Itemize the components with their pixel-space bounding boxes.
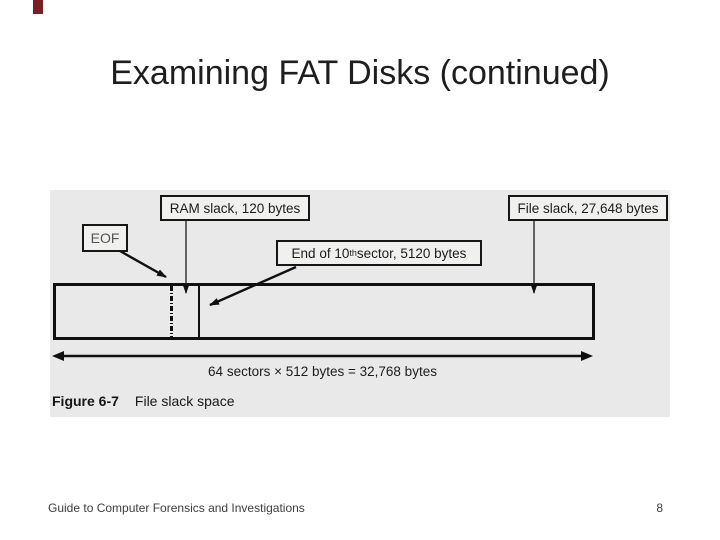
end-sector-text-suffix: sector, 5120 bytes xyxy=(356,245,467,261)
arrow-layer xyxy=(52,221,593,361)
figure-caption: Figure 6-7 File slack space xyxy=(52,393,235,409)
page-number: 8 xyxy=(656,501,663,515)
figure-panel: RAM slack, 120 bytes File slack, 27,648 … xyxy=(50,190,670,417)
slide-footer: Guide to Computer Forensics and Investig… xyxy=(48,501,663,515)
disk-sector-bar xyxy=(53,283,595,340)
figure-caption-text: File slack space xyxy=(134,393,235,409)
end-sector-arrow xyxy=(209,265,297,307)
slide-accent-mark xyxy=(33,0,43,14)
figure-caption-label: Figure 6-7 xyxy=(52,393,119,409)
eof-arrow xyxy=(119,249,167,279)
eof-boundary-dotted-line xyxy=(170,286,173,337)
file-slack-label: File slack, 27,648 bytes xyxy=(508,195,668,221)
sector-boundary-line xyxy=(198,286,200,337)
end-sector-text: End of 10 xyxy=(291,245,350,261)
width-arrow-right-head xyxy=(581,351,593,361)
ram-slack-label: RAM slack, 120 bytes xyxy=(160,195,310,221)
slide-title: Examining FAT Disks (continued) xyxy=(110,54,610,92)
eof-label: EOF xyxy=(82,224,128,252)
footer-text: Guide to Computer Forensics and Investig… xyxy=(48,501,305,515)
width-arrow-left-head xyxy=(52,351,64,361)
sectors-size-text: 64 sectors × 512 bytes = 32,768 bytes xyxy=(208,364,437,379)
